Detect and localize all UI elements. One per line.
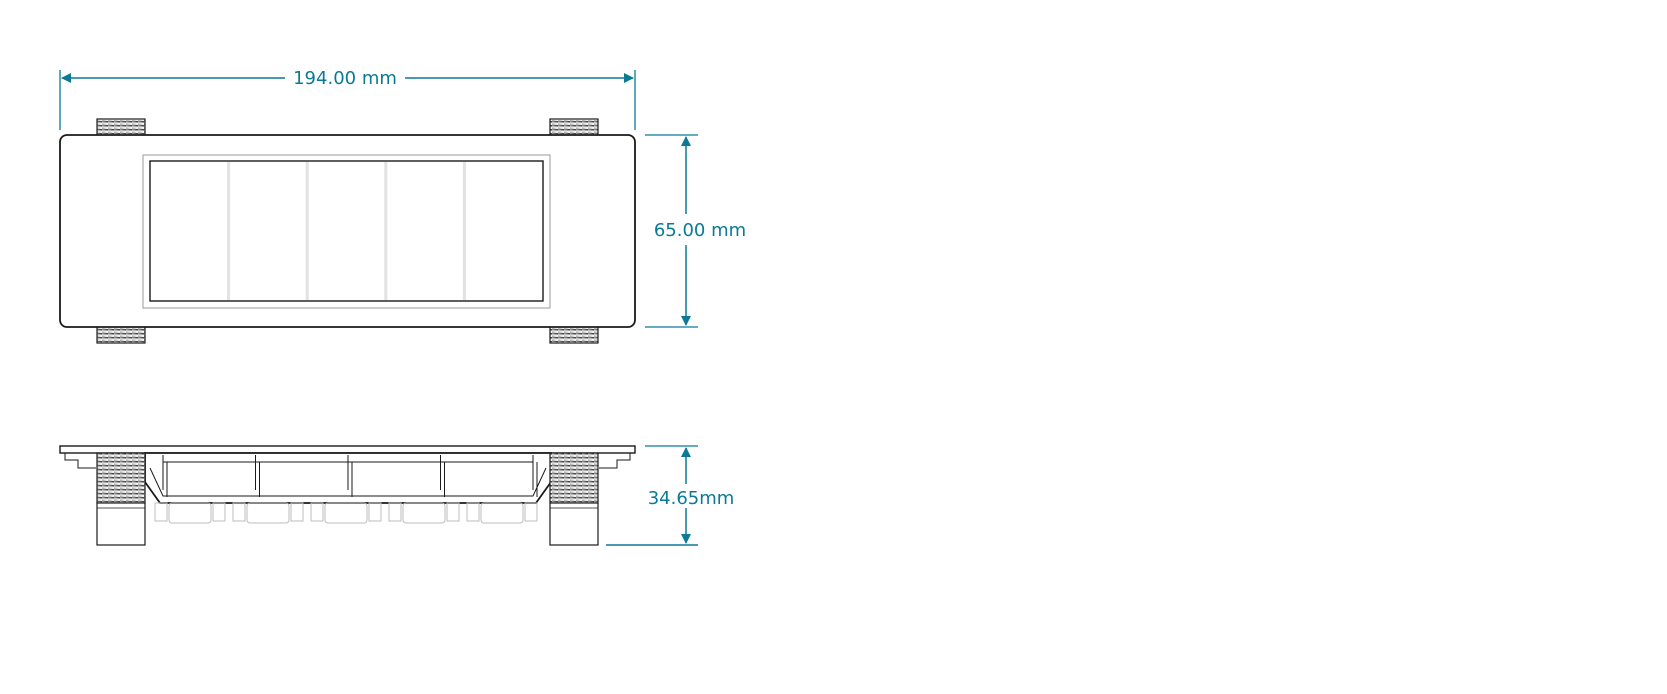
compartment-divider bbox=[462, 162, 466, 300]
hidden-socket bbox=[154, 502, 226, 524]
tray-ribs bbox=[162, 455, 538, 497]
side-view bbox=[59, 445, 636, 546]
hidden-socket bbox=[310, 502, 382, 524]
compartment-divider bbox=[384, 162, 388, 300]
mounting-clip-bottom-left bbox=[96, 325, 146, 344]
width-dimension-label: 194.00 mm bbox=[293, 68, 397, 89]
tray-rib bbox=[440, 455, 445, 497]
hidden-socket bbox=[466, 502, 538, 524]
depth-dimension-label: 34.65mm bbox=[648, 488, 735, 509]
compartment-dividers bbox=[227, 162, 466, 300]
height-dimension-label: 65.00 mm bbox=[654, 220, 746, 241]
inner-frame bbox=[142, 154, 551, 309]
top-view bbox=[59, 118, 636, 344]
tray-rib bbox=[162, 455, 168, 497]
compartment-divider bbox=[227, 162, 231, 300]
side-clip-right bbox=[549, 452, 599, 546]
tray-rib bbox=[255, 455, 260, 497]
mounting-clip-top-right bbox=[549, 118, 599, 137]
dimension-width: 194.00 mm bbox=[59, 68, 636, 130]
side-clip-left bbox=[96, 452, 146, 546]
compartment-divider bbox=[305, 162, 309, 300]
tray-rib bbox=[532, 455, 538, 497]
dimension-height: 65.00 mm bbox=[645, 134, 746, 328]
hidden-socket bbox=[232, 502, 304, 524]
dimension-depth: 34.65mm bbox=[606, 445, 735, 546]
cover-panel bbox=[149, 160, 544, 302]
mounting-clip-top-left bbox=[96, 118, 146, 137]
cover-plate bbox=[59, 445, 636, 454]
mounting-clip-bottom-right bbox=[549, 325, 599, 344]
housing-outline bbox=[59, 134, 636, 328]
hidden-sockets bbox=[154, 502, 538, 524]
tray-rib bbox=[347, 455, 353, 497]
hidden-socket bbox=[388, 502, 460, 524]
